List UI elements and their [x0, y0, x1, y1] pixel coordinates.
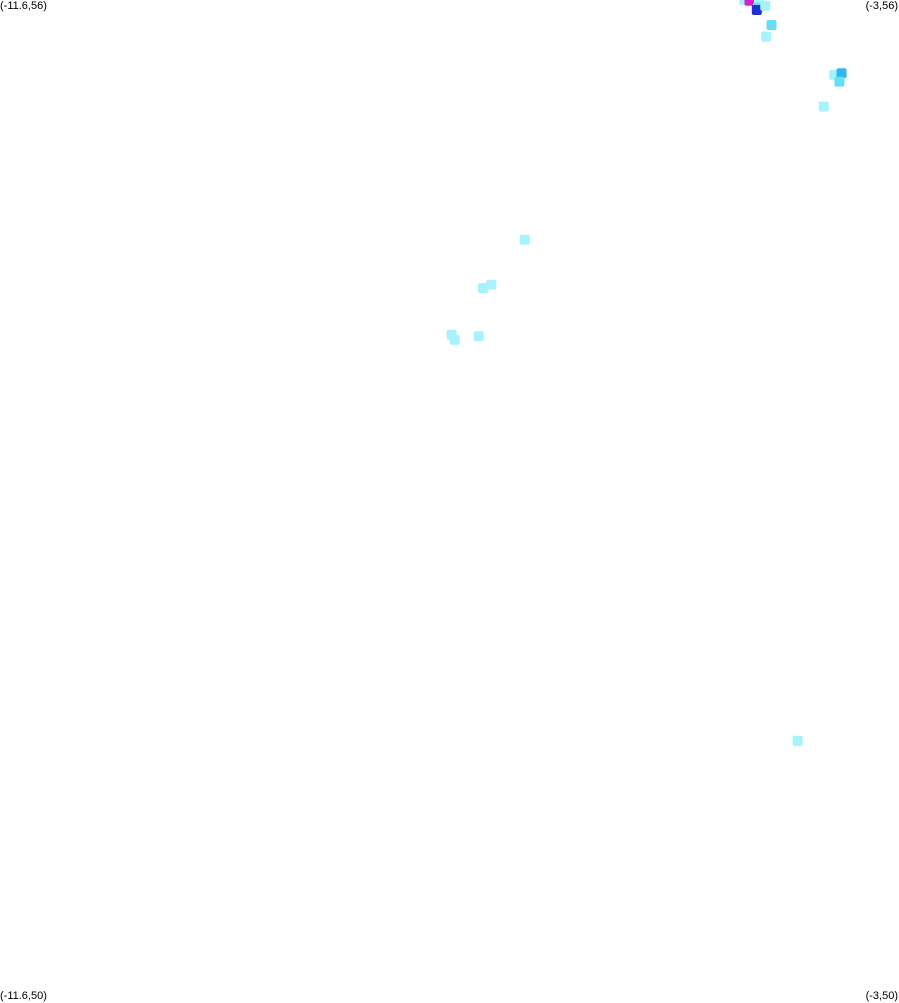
heatmap-cell	[766, 20, 777, 30]
corner-label-top-left: (-11.6,56)	[0, 0, 47, 12]
heatmap-cell	[519, 234, 530, 245]
corner-label-bottom-left: (-11.6,50)	[0, 990, 47, 1002]
heatmap-cell	[818, 101, 829, 112]
heatmap-cell	[760, 0, 771, 11]
heatmap-cell	[449, 334, 460, 345]
heatmap-cells	[446, 0, 847, 746]
corner-label-bottom-right: (-3,50)	[865, 990, 898, 1002]
heatmap-cell	[792, 735, 803, 746]
heatmap-cell	[486, 279, 497, 290]
heatmap-cell	[478, 283, 488, 293]
heatmap-cell	[751, 5, 762, 15]
heatmap-cell	[473, 331, 484, 342]
corner-label-top-right: (-3,56)	[865, 0, 898, 12]
heatmap-cell	[834, 76, 845, 87]
heatmap-cell	[836, 68, 847, 79]
heatmap-cell	[761, 31, 772, 42]
heatmap-cell	[744, 0, 755, 6]
